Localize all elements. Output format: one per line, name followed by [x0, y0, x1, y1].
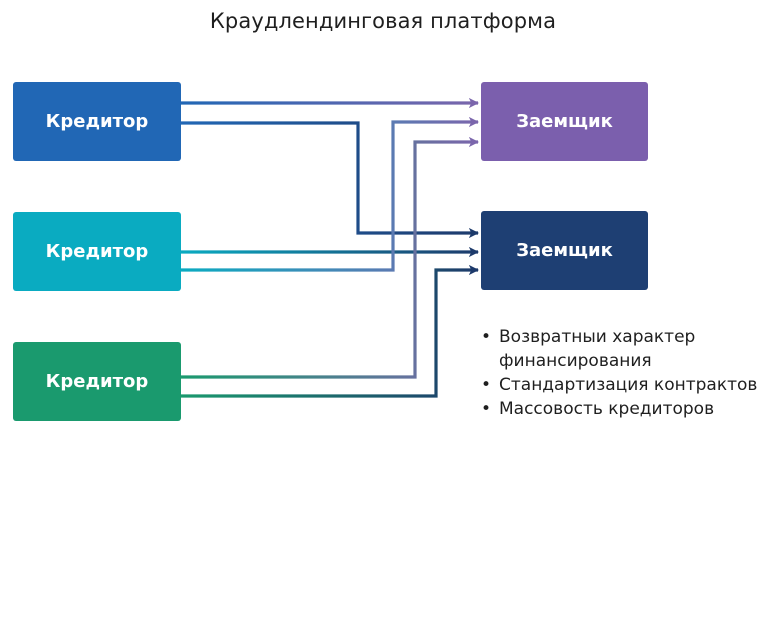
- arrow-lender3-to-borrower2: [181, 264, 480, 398]
- borrower-label: Заемщик: [516, 111, 613, 132]
- lender-label: Кредитор: [45, 241, 149, 262]
- feature-item: Массовость кредиторов: [479, 397, 757, 421]
- borrower-box-2: Заемщик: [481, 211, 648, 290]
- features-list: Возвратныи характер финансирования Станд…: [479, 325, 757, 421]
- lender-box-2: Кредитор: [13, 212, 181, 291]
- feature-item: Стандартизация контрактов: [479, 373, 757, 397]
- arrow-lender2-to-borrower1: [181, 116, 480, 272]
- diagram-title: Краудлендинговая платформа: [209, 9, 557, 33]
- lender-box-3: Кредитор: [13, 342, 181, 421]
- lender-label: Кредитор: [45, 111, 149, 132]
- lender-label: Кредитор: [45, 371, 149, 392]
- borrower-label: Заемщик: [516, 240, 613, 261]
- borrower-box-1: Заемщик: [481, 82, 648, 161]
- lender-box-1: Кредитор: [13, 82, 181, 161]
- feature-item: Возвратныи характер финансирования: [479, 325, 729, 373]
- arrow-lender1-to-borrower2: [181, 121, 480, 239]
- arrow-lender3-to-borrower1: [181, 136, 480, 379]
